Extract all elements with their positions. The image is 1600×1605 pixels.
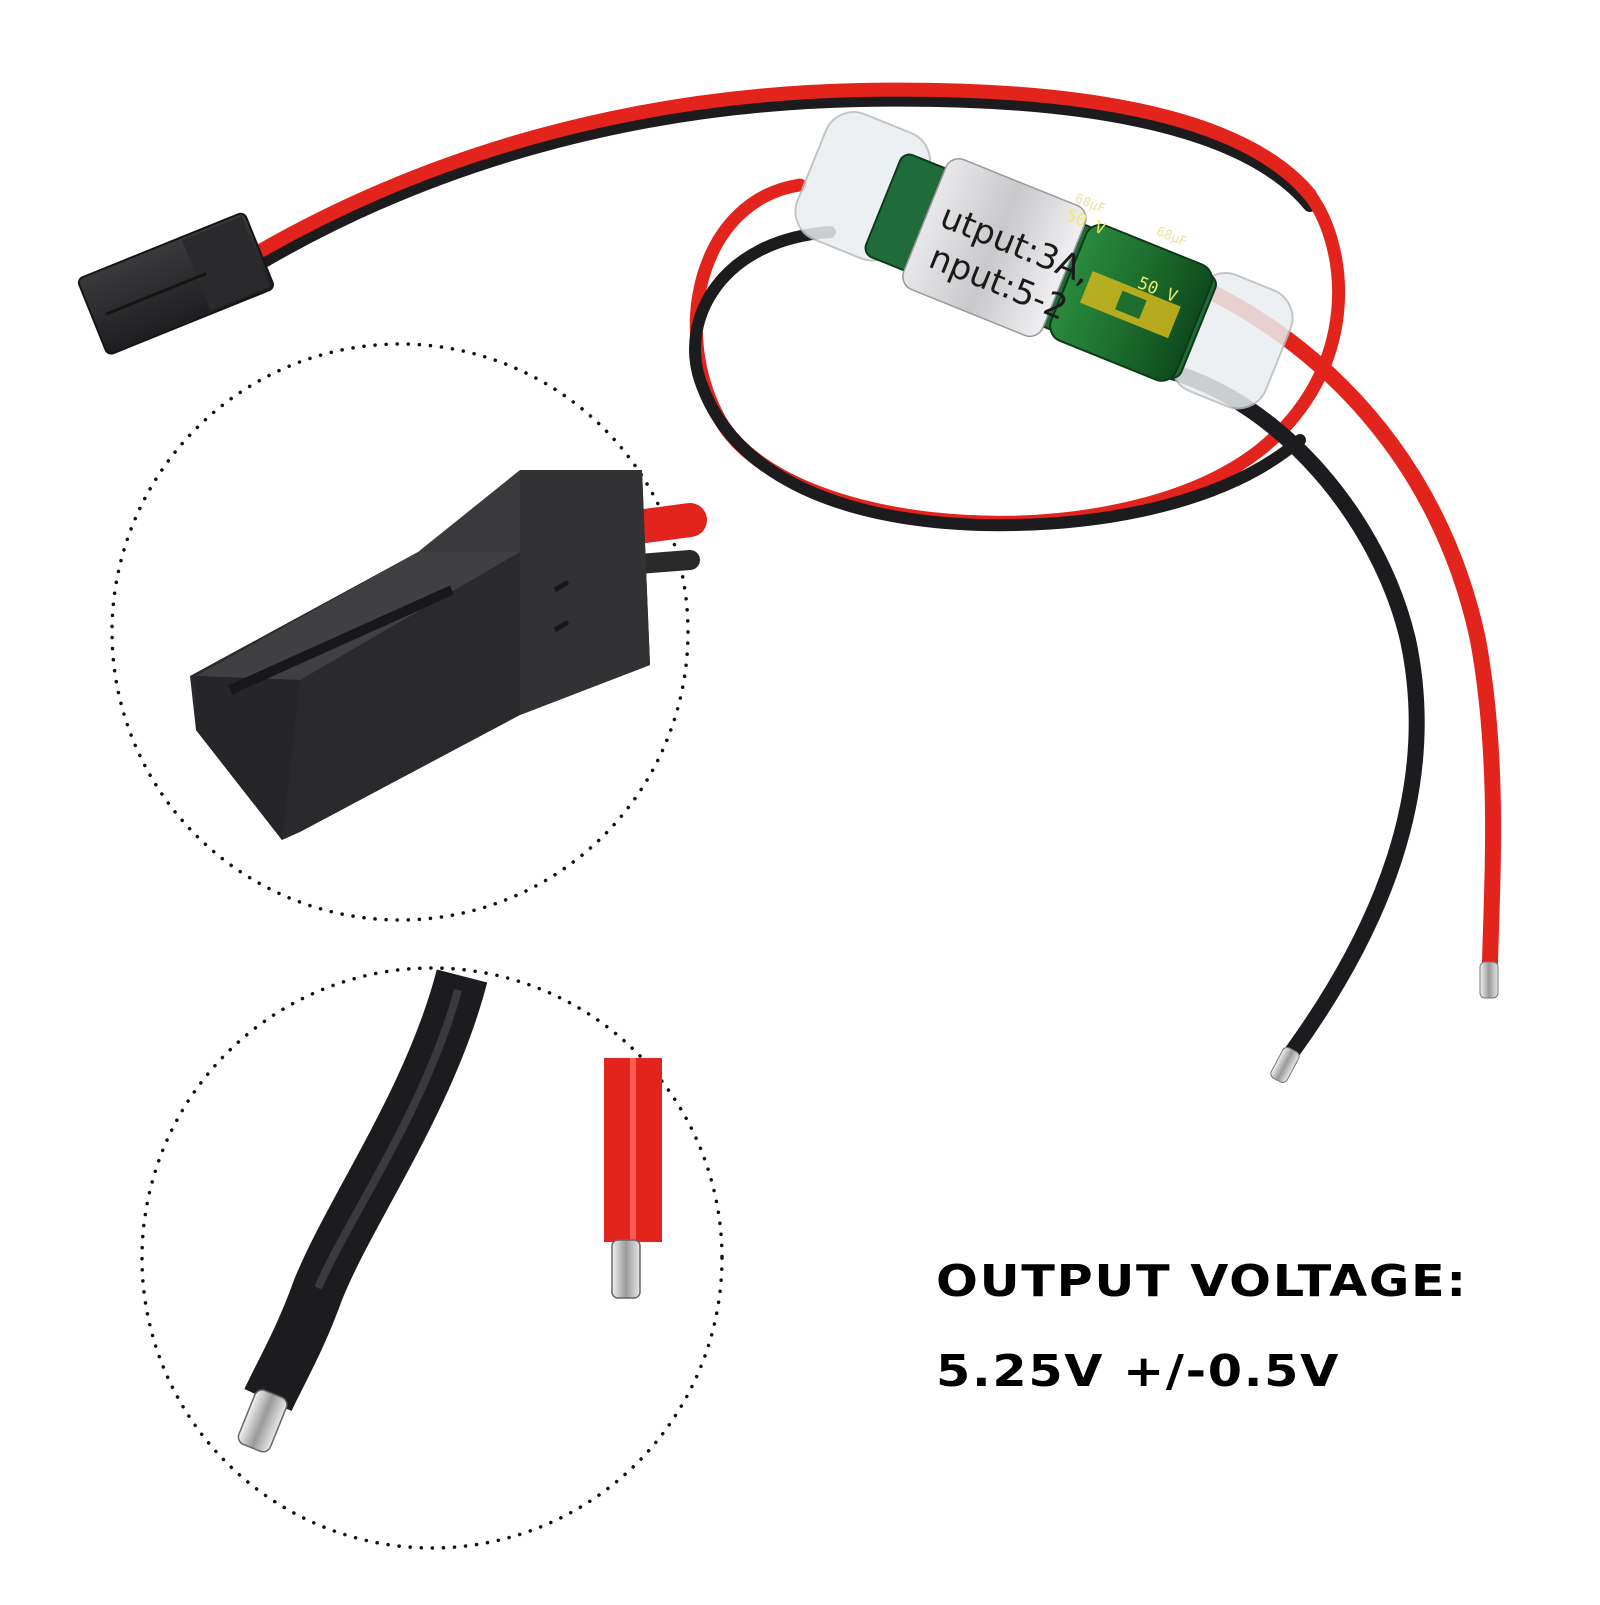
red-lead [1182,274,1502,970]
zoom-circle-connector [110,342,707,922]
black-wire-loop [689,226,1306,532]
capacitor-capacitance-2: 68µF [1154,224,1189,250]
black-wire-top [255,92,1317,269]
red-lead-tip [1479,961,1499,999]
main-cable [255,82,1502,1083]
spec-title: OUTPUT VOLTAGE: [936,1256,1468,1307]
zoom-connector-body [190,470,650,840]
zoom-red-tip [611,1239,641,1299]
label-sleeve [902,158,1087,338]
red-wire-top [255,82,1317,257]
zoom-circle-wire-ends [140,966,724,1550]
servo-connector [77,212,274,355]
bec-module [794,111,1294,410]
zoom-black-tip [237,1389,288,1453]
black-lead [1157,362,1425,1060]
zoom-black-wire [244,969,488,1412]
spec-value: 5.25V +/-0.5V [936,1346,1340,1397]
black-lead-tip [1270,1047,1300,1083]
